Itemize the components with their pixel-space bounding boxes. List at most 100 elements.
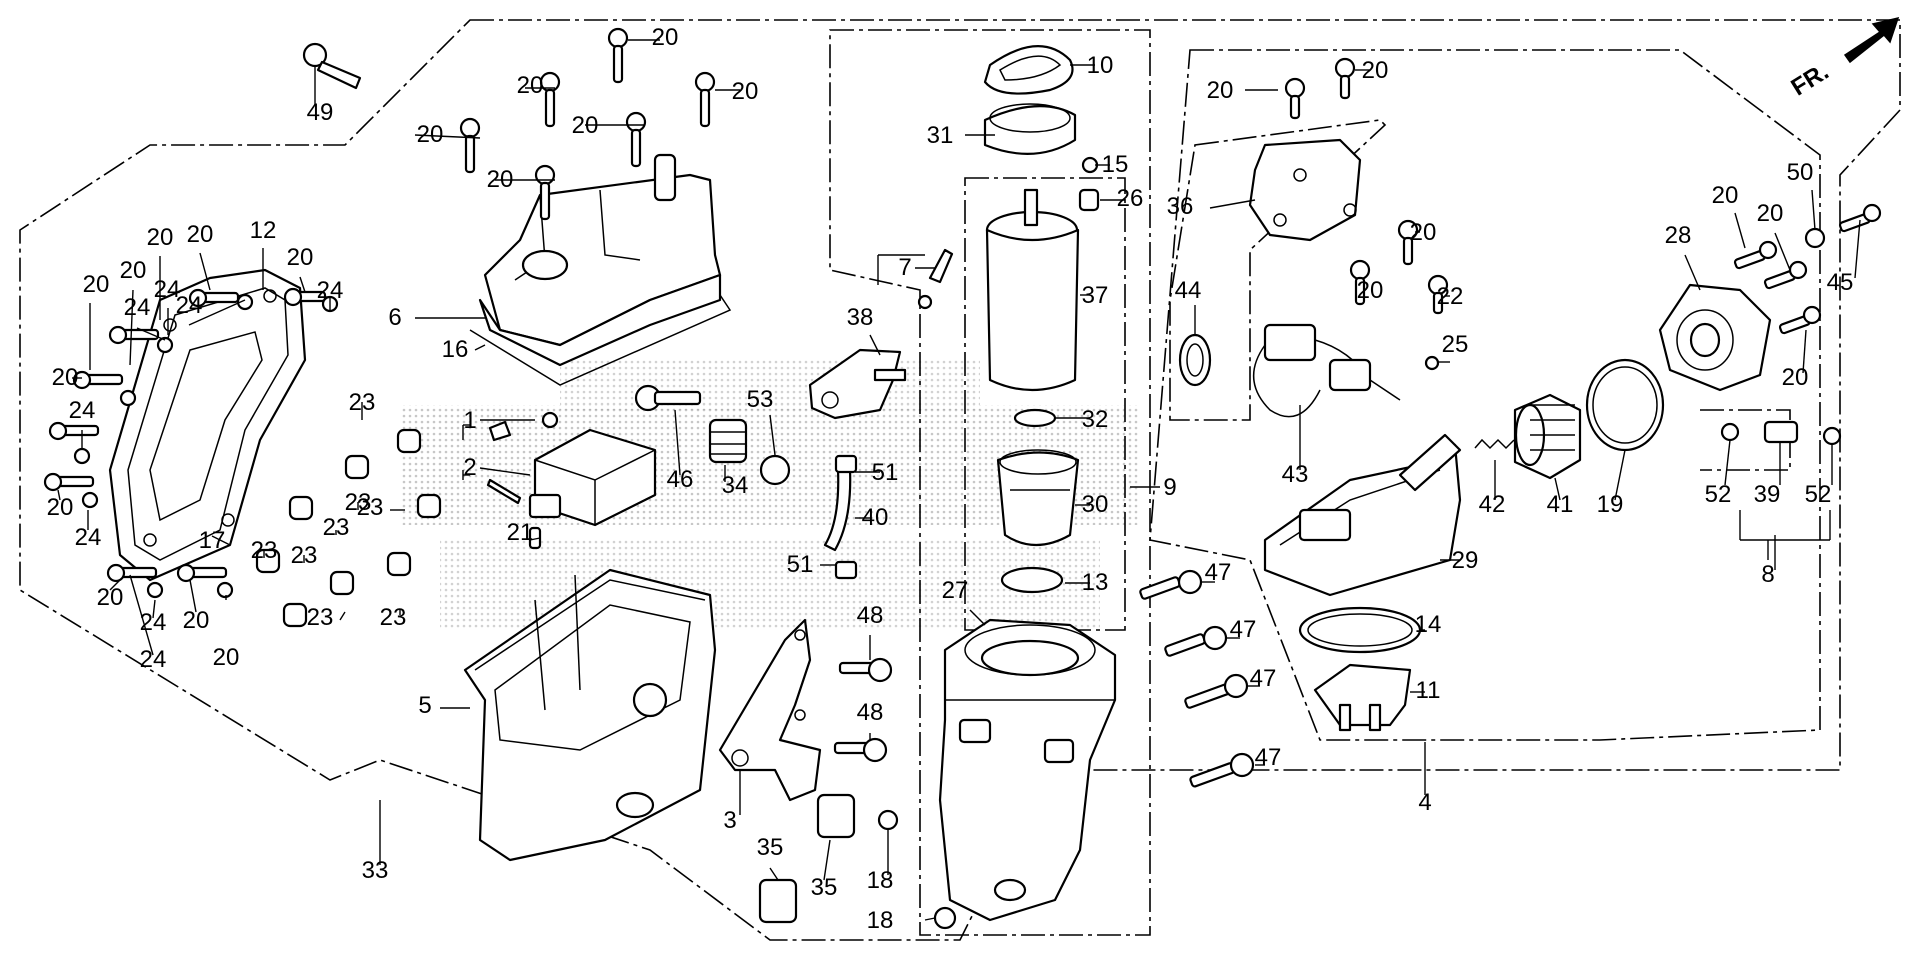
part-cap-26 (1078, 188, 1100, 212)
callout-label-27: 24 (140, 609, 167, 636)
leader-line-94 (1724, 439, 1731, 486)
callout-label-87: 19 (1597, 491, 1624, 518)
callout-label-7: 20 (487, 166, 514, 193)
callout-label-70: 47 (1250, 665, 1277, 692)
callout-label-86: 41 (1547, 491, 1574, 518)
callout-label-5: 20 (572, 112, 599, 139)
callout-label-75: 44 (1175, 277, 1202, 304)
part-bracket-36 (1248, 138, 1362, 242)
callout-label-71: 47 (1255, 744, 1282, 771)
leader-line-87 (1614, 449, 1626, 501)
callout-label-15: 20 (287, 244, 314, 271)
callout-label-44: 31 (927, 122, 954, 149)
callout-label-40: 21 (507, 519, 534, 546)
callout-label-18: 24 (154, 276, 181, 303)
boundary-33 (19, 19, 1901, 941)
callout-label-26: 20 (183, 607, 210, 634)
callout-label-43: 10 (1087, 52, 1114, 79)
callout-label-95: 39 (1754, 481, 1781, 508)
callout-label-83: 11 (1416, 677, 1441, 704)
callout-label-10: 12 (250, 217, 277, 244)
callout-label-53: 51 (872, 459, 899, 486)
leader-line-12 (199, 252, 211, 291)
callout-label-47: 7 (898, 254, 911, 281)
leader-line-40 (529, 537, 541, 541)
callout-label-42: 33 (362, 857, 389, 884)
part-filter-30 (996, 449, 1080, 546)
callout-label-69: 47 (1230, 616, 1257, 643)
callout-label-49: 38 (847, 304, 874, 331)
part-bolt-46 (634, 384, 702, 412)
leader-line-93 (1802, 329, 1807, 374)
bolts-47 (1139, 569, 1255, 788)
part-bracket-11 (1313, 663, 1412, 732)
callout-label-37: 23 (380, 604, 407, 631)
leader-line-51 (769, 414, 776, 456)
callout-label-41: 5 (418, 692, 431, 719)
callout-label-90: 20 (1757, 200, 1784, 227)
callout-label-29: 24 (140, 646, 167, 673)
callout-label-68: 47 (1205, 559, 1232, 586)
callout-label-64: 35 (757, 834, 784, 861)
callout-label-22: 20 (47, 494, 74, 521)
callout-label-33: 23 (357, 494, 384, 521)
callout-label-85: 42 (1479, 491, 1506, 518)
part-bracket-38 (808, 348, 907, 420)
callout-label-58: 9 (1163, 474, 1176, 501)
boundary-9 (829, 29, 1151, 936)
callout-label-80: 43 (1282, 461, 1309, 488)
leader-line-26 (189, 579, 197, 613)
leader-line-89 (1734, 212, 1746, 249)
part-pump-housing-27 (938, 618, 1117, 922)
part-sensor-43 (1252, 323, 1401, 418)
callout-label-73: 20 (1362, 57, 1389, 84)
callout-label-24: 20 (97, 584, 124, 611)
leader-line-24 (109, 579, 121, 591)
callout-label-1: 49 (307, 99, 334, 126)
callout-label-62: 48 (857, 699, 884, 726)
part-seal-10 (983, 45, 1074, 95)
leader-line-67 (924, 917, 936, 921)
callout-label-56: 32 (1082, 406, 1109, 433)
callout-label-63: 3 (723, 807, 736, 834)
callout-label-52: 34 (722, 472, 749, 499)
grommets-23 (255, 428, 442, 628)
callout-label-20: 20 (52, 364, 79, 391)
part-oring-19 (1585, 358, 1665, 452)
part-oring-32 (1013, 408, 1057, 428)
callout-label-31: 23 (345, 489, 372, 516)
part-fuel-pump-37 (985, 188, 1080, 392)
callout-label-76: 20 (1410, 219, 1437, 246)
part-filter-41 (1513, 393, 1582, 480)
callout-label-39: 2 (463, 454, 476, 481)
leader-line-9 (474, 344, 486, 351)
callout-label-4: 20 (652, 24, 679, 51)
callout-label-45: 15 (1102, 151, 1129, 178)
callout-label-94: 52 (1705, 481, 1732, 508)
callout-label-23: 24 (75, 524, 102, 551)
leader-line-15 (299, 276, 306, 293)
front-label: FR. (1786, 58, 1833, 101)
leader-line-13 (129, 289, 134, 366)
dampers-35 (758, 793, 856, 924)
callout-label-89: 20 (1712, 182, 1739, 209)
part-module-1 (486, 411, 657, 550)
leader-line-36 (339, 611, 346, 621)
left-cover-fasteners (43, 287, 339, 599)
leader-line-27 (152, 599, 156, 619)
leader-line-50 (674, 409, 681, 476)
leader-line-90 (1774, 232, 1791, 271)
callout-label-51: 53 (747, 386, 774, 413)
callout-label-2: 20 (417, 121, 444, 148)
leader-line-92 (1854, 219, 1861, 279)
callout-label-16: 24 (124, 294, 151, 321)
callout-label-34: 23 (291, 542, 318, 569)
callout-label-19: 24 (317, 277, 344, 304)
part-bracket-3 (718, 618, 822, 802)
callout-label-93: 20 (1782, 364, 1809, 391)
callout-label-88: 28 (1665, 222, 1692, 249)
leader-line-39 (479, 467, 531, 476)
callout-label-17: 24 (176, 292, 203, 319)
callout-label-9: 16 (442, 336, 469, 363)
part-hose-40 (823, 454, 858, 580)
